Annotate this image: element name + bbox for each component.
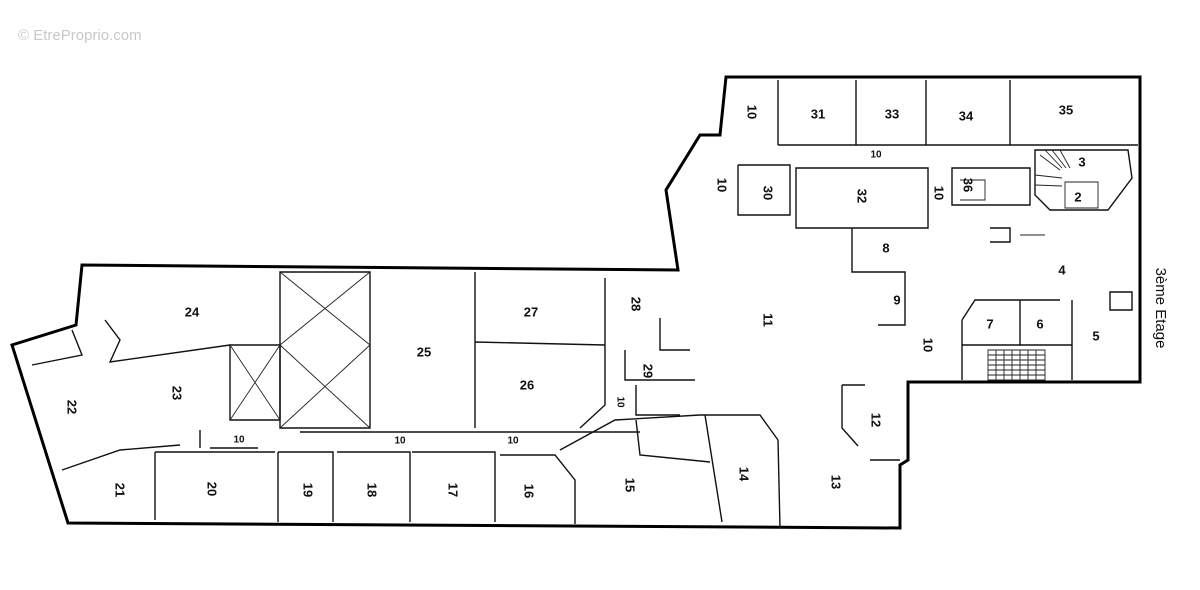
room-label: 31: [811, 107, 825, 122]
room-label: 30: [761, 186, 776, 200]
room-label: 17: [446, 483, 461, 497]
room-label: 34: [959, 109, 974, 124]
room-label: 10: [615, 396, 626, 408]
room-label: 2: [1074, 190, 1081, 205]
room-label: 32: [855, 189, 870, 203]
room-label: 10: [233, 435, 245, 446]
room-label: 7: [986, 317, 993, 332]
room-label: 13: [829, 475, 844, 489]
room-label: 3: [1078, 155, 1085, 170]
room-12-wall: [841, 384, 900, 461]
room-label: 10: [870, 150, 882, 161]
room-label: 15: [623, 478, 638, 492]
room-label: 26: [520, 378, 534, 393]
watermark-text: © EtreProprio.com: [18, 27, 142, 44]
room-label: 20: [205, 482, 220, 496]
room-label: 33: [885, 107, 899, 122]
floor-label: 3ème Etage: [1152, 268, 1169, 349]
outer-wall: [10, 75, 1142, 530]
room-label: 11: [761, 313, 776, 327]
room-label: 10: [394, 436, 406, 447]
room-label: 27: [524, 305, 538, 320]
room-label: 25: [417, 345, 431, 360]
room-label: 22: [65, 400, 80, 414]
room-label: 10: [745, 105, 760, 119]
room-label: 14: [737, 467, 752, 482]
room-label: 29: [641, 364, 656, 378]
room-label: 12: [869, 413, 884, 427]
room-label: 9: [893, 293, 900, 308]
room-label: 6: [1036, 317, 1043, 332]
room-label: 36: [961, 178, 976, 192]
room-label: 8: [882, 241, 889, 256]
room-label: 10: [507, 436, 519, 447]
room-label: 4: [1058, 263, 1066, 278]
room-label: 23: [170, 386, 185, 400]
room-label: 18: [365, 483, 380, 497]
room-label: 10: [715, 178, 730, 192]
room-label: 5: [1092, 329, 1099, 344]
room-label: 24: [185, 305, 200, 320]
room-label: 10: [932, 186, 947, 200]
left-wing-partitions: [31, 271, 781, 529]
top-block-partitions: [737, 80, 1138, 326]
room-label: 21: [113, 483, 128, 497]
right-rooms-partitions: [961, 291, 1133, 381]
room-label: 10: [921, 338, 936, 352]
room-label: 28: [629, 297, 644, 311]
room-label: 19: [301, 483, 316, 497]
room-label: 35: [1059, 103, 1073, 118]
room-label: 16: [522, 484, 537, 498]
